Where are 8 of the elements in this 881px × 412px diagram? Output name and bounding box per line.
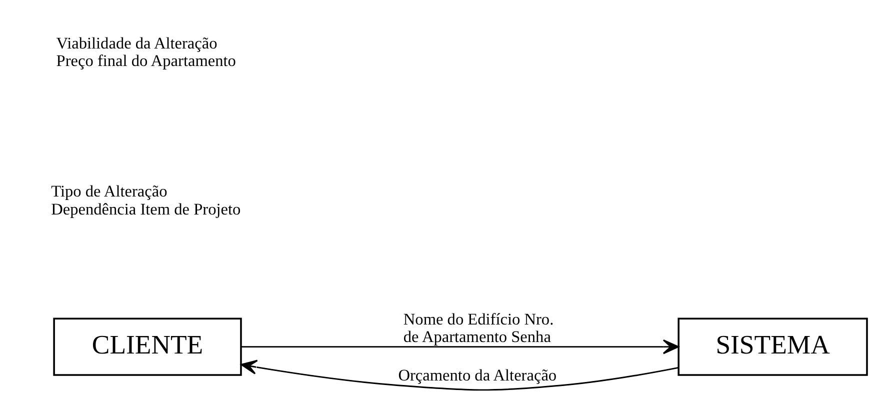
- arrow: [240, 360, 678, 391]
- label: Tipo de Alteração Dependência Item de Projeto: [51, 182, 241, 218]
- edge-label: Orçamento da Alteração: [398, 366, 557, 385]
- arrow: [242, 339, 680, 354]
- node-box: CLIENTE: [53, 318, 242, 376]
- node-box: SISTEMA: [678, 318, 868, 376]
- edge-label: Nome do Edifício Nro. de Apartamento Senha: [403, 309, 554, 346]
- label: Viabilidade da Alteração Preço final do Apartamento: [56, 33, 236, 70]
